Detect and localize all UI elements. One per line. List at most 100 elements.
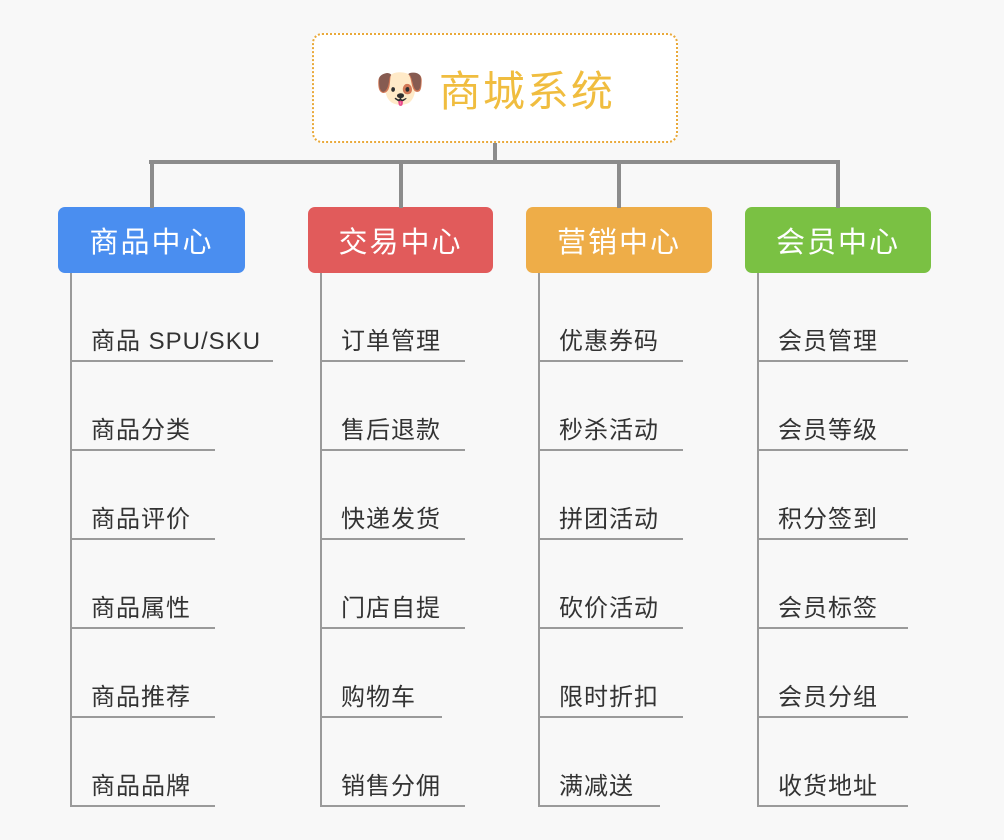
branch-member-center: 会员中心会员管理会员等级积分签到会员标签会员分组收货地址 bbox=[745, 207, 931, 807]
leaf-item[interactable]: 门店自提 bbox=[308, 540, 493, 629]
connector-drop-product-center bbox=[149, 160, 154, 208]
leaf-list-member-center: 会员管理会员等级积分签到会员标签会员分组收货地址 bbox=[745, 273, 931, 807]
leaf-item[interactable]: 商品分类 bbox=[58, 362, 245, 451]
leaf-item-underline bbox=[70, 360, 273, 362]
leaf-item-underline bbox=[320, 805, 465, 807]
leaf-item-label: 快递发货 bbox=[341, 506, 441, 533]
branch-header-trade-center[interactable]: 交易中心 bbox=[308, 207, 493, 273]
leaf-item-underline bbox=[70, 805, 215, 807]
leaf-item-label: 门店自提 bbox=[341, 595, 441, 622]
root-title: 商城系统 bbox=[438, 67, 615, 115]
leaf-item-label: 商品评价 bbox=[91, 506, 191, 533]
leaf-item-underline bbox=[320, 449, 465, 451]
leaf-item-underline bbox=[538, 627, 683, 629]
trunk-line-product-center bbox=[70, 273, 72, 807]
leaf-item-label: 会员等级 bbox=[778, 417, 878, 444]
leaf-item-label: 订单管理 bbox=[341, 328, 441, 355]
leaf-item-underline bbox=[538, 716, 683, 718]
leaf-item-underline bbox=[320, 360, 465, 362]
leaf-item[interactable]: 快递发货 bbox=[308, 451, 493, 540]
leaf-item[interactable]: 购物车 bbox=[308, 629, 493, 718]
branch-header-member-center[interactable]: 会员中心 bbox=[745, 207, 931, 273]
leaf-item-label: 会员分组 bbox=[778, 684, 878, 711]
leaf-item[interactable]: 收货地址 bbox=[745, 718, 931, 807]
leaf-item-label: 优惠券码 bbox=[559, 328, 659, 355]
leaf-list-product-center: 商品 SPU/SKU 商品分类商品评价商品属性商品推荐商品品牌 bbox=[58, 273, 273, 807]
leaf-item[interactable]: 商品属性 bbox=[58, 540, 245, 629]
leaf-item[interactable]: 积分签到 bbox=[745, 451, 931, 540]
leaf-item-label: 购物车 bbox=[341, 684, 416, 711]
leaf-item-underline bbox=[757, 449, 908, 451]
leaf-item-underline bbox=[320, 538, 465, 540]
leaf-item-label: 收货地址 bbox=[778, 773, 878, 800]
leaf-item-underline bbox=[70, 538, 215, 540]
branch-product-center: 商品中心商品 SPU/SKU 商品分类商品评价商品属性商品推荐商品品牌 bbox=[58, 207, 273, 807]
leaf-item[interactable]: 会员分组 bbox=[745, 629, 931, 718]
leaf-item[interactable]: 订单管理 bbox=[308, 273, 493, 362]
leaf-item[interactable]: 销售分佣 bbox=[308, 718, 493, 807]
connector-drop-trade-center bbox=[398, 160, 403, 208]
connector-horizontal-bus bbox=[149, 160, 840, 164]
trunk-line-trade-center bbox=[320, 273, 322, 807]
leaf-item[interactable]: 商品 SPU/SKU bbox=[58, 273, 273, 362]
leaf-item-underline bbox=[757, 805, 908, 807]
leaf-item[interactable]: 会员管理 bbox=[745, 273, 931, 362]
leaf-item[interactable]: 商品推荐 bbox=[58, 629, 245, 718]
leaf-item-label: 商品 SPU/SKU bbox=[91, 328, 262, 355]
branch-header-label: 营销中心 bbox=[556, 227, 681, 259]
leaf-list-marketing-center: 优惠券码秒杀活动拼团活动砍价活动限时折扣满减送 bbox=[526, 273, 712, 807]
trunk-line-marketing-center bbox=[538, 273, 540, 807]
branch-trade-center: 交易中心订单管理售后退款快递发货门店自提购物车销售分佣 bbox=[308, 207, 493, 807]
leaf-item[interactable]: 会员等级 bbox=[745, 362, 931, 451]
leaf-item-label: 限时折扣 bbox=[559, 684, 659, 711]
leaf-item-label: 商品属性 bbox=[91, 595, 191, 622]
leaf-item-label: 会员标签 bbox=[778, 595, 878, 622]
connector-root-stem bbox=[493, 143, 497, 164]
leaf-item[interactable]: 砍价活动 bbox=[526, 540, 712, 629]
leaf-item-underline bbox=[538, 538, 683, 540]
leaf-item[interactable]: 商品评价 bbox=[58, 451, 245, 540]
leaf-item-label: 商品推荐 bbox=[91, 684, 191, 711]
leaf-item-label: 积分签到 bbox=[778, 506, 878, 533]
leaf-item-underline bbox=[757, 360, 908, 362]
leaf-item-underline bbox=[757, 538, 908, 540]
branch-header-marketing-center[interactable]: 营销中心 bbox=[526, 207, 712, 273]
leaf-item-underline bbox=[757, 716, 908, 718]
connector-drop-marketing-center bbox=[617, 160, 621, 208]
leaf-item[interactable]: 商品品牌 bbox=[58, 718, 245, 807]
leaf-item-label: 砍价活动 bbox=[559, 595, 659, 622]
leaf-item-underline bbox=[70, 449, 215, 451]
branch-header-label: 交易中心 bbox=[338, 227, 463, 259]
root-node[interactable]: 🐶 商城系统 bbox=[312, 33, 678, 143]
leaf-item[interactable]: 秒杀活动 bbox=[526, 362, 712, 451]
leaf-item-underline bbox=[538, 805, 660, 807]
leaf-item-label: 拼团活动 bbox=[559, 506, 659, 533]
leaf-item[interactable]: 会员标签 bbox=[745, 540, 931, 629]
leaf-item-underline bbox=[320, 627, 465, 629]
leaf-item-underline bbox=[538, 360, 683, 362]
branch-marketing-center: 营销中心优惠券码秒杀活动拼团活动砍价活动限时折扣满减送 bbox=[526, 207, 712, 807]
leaf-item-underline bbox=[757, 627, 908, 629]
dog-face-icon: 🐶 bbox=[375, 67, 425, 111]
leaf-list-trade-center: 订单管理售后退款快递发货门店自提购物车销售分佣 bbox=[308, 273, 493, 807]
leaf-item-label: 商品品牌 bbox=[91, 773, 191, 800]
branch-header-product-center[interactable]: 商品中心 bbox=[58, 207, 245, 273]
leaf-item[interactable]: 售后退款 bbox=[308, 362, 493, 451]
trunk-line-member-center bbox=[757, 273, 759, 807]
branch-header-label: 会员中心 bbox=[775, 227, 900, 259]
leaf-item-label: 满减送 bbox=[559, 773, 634, 800]
leaf-item-underline bbox=[70, 627, 215, 629]
leaf-item-label: 销售分佣 bbox=[341, 773, 441, 800]
leaf-item-label: 秒杀活动 bbox=[559, 417, 659, 444]
leaf-item[interactable]: 满减送 bbox=[526, 718, 712, 807]
connector-drop-member-center bbox=[836, 160, 840, 208]
leaf-item-underline bbox=[320, 716, 442, 718]
leaf-item-underline bbox=[538, 449, 683, 451]
leaf-item-label: 商品分类 bbox=[91, 417, 191, 444]
leaf-item-label: 会员管理 bbox=[778, 328, 878, 355]
leaf-item[interactable]: 拼团活动 bbox=[526, 451, 712, 540]
leaf-item[interactable]: 优惠券码 bbox=[526, 273, 712, 362]
leaf-item-label: 售后退款 bbox=[341, 417, 441, 444]
leaf-item[interactable]: 限时折扣 bbox=[526, 629, 712, 718]
